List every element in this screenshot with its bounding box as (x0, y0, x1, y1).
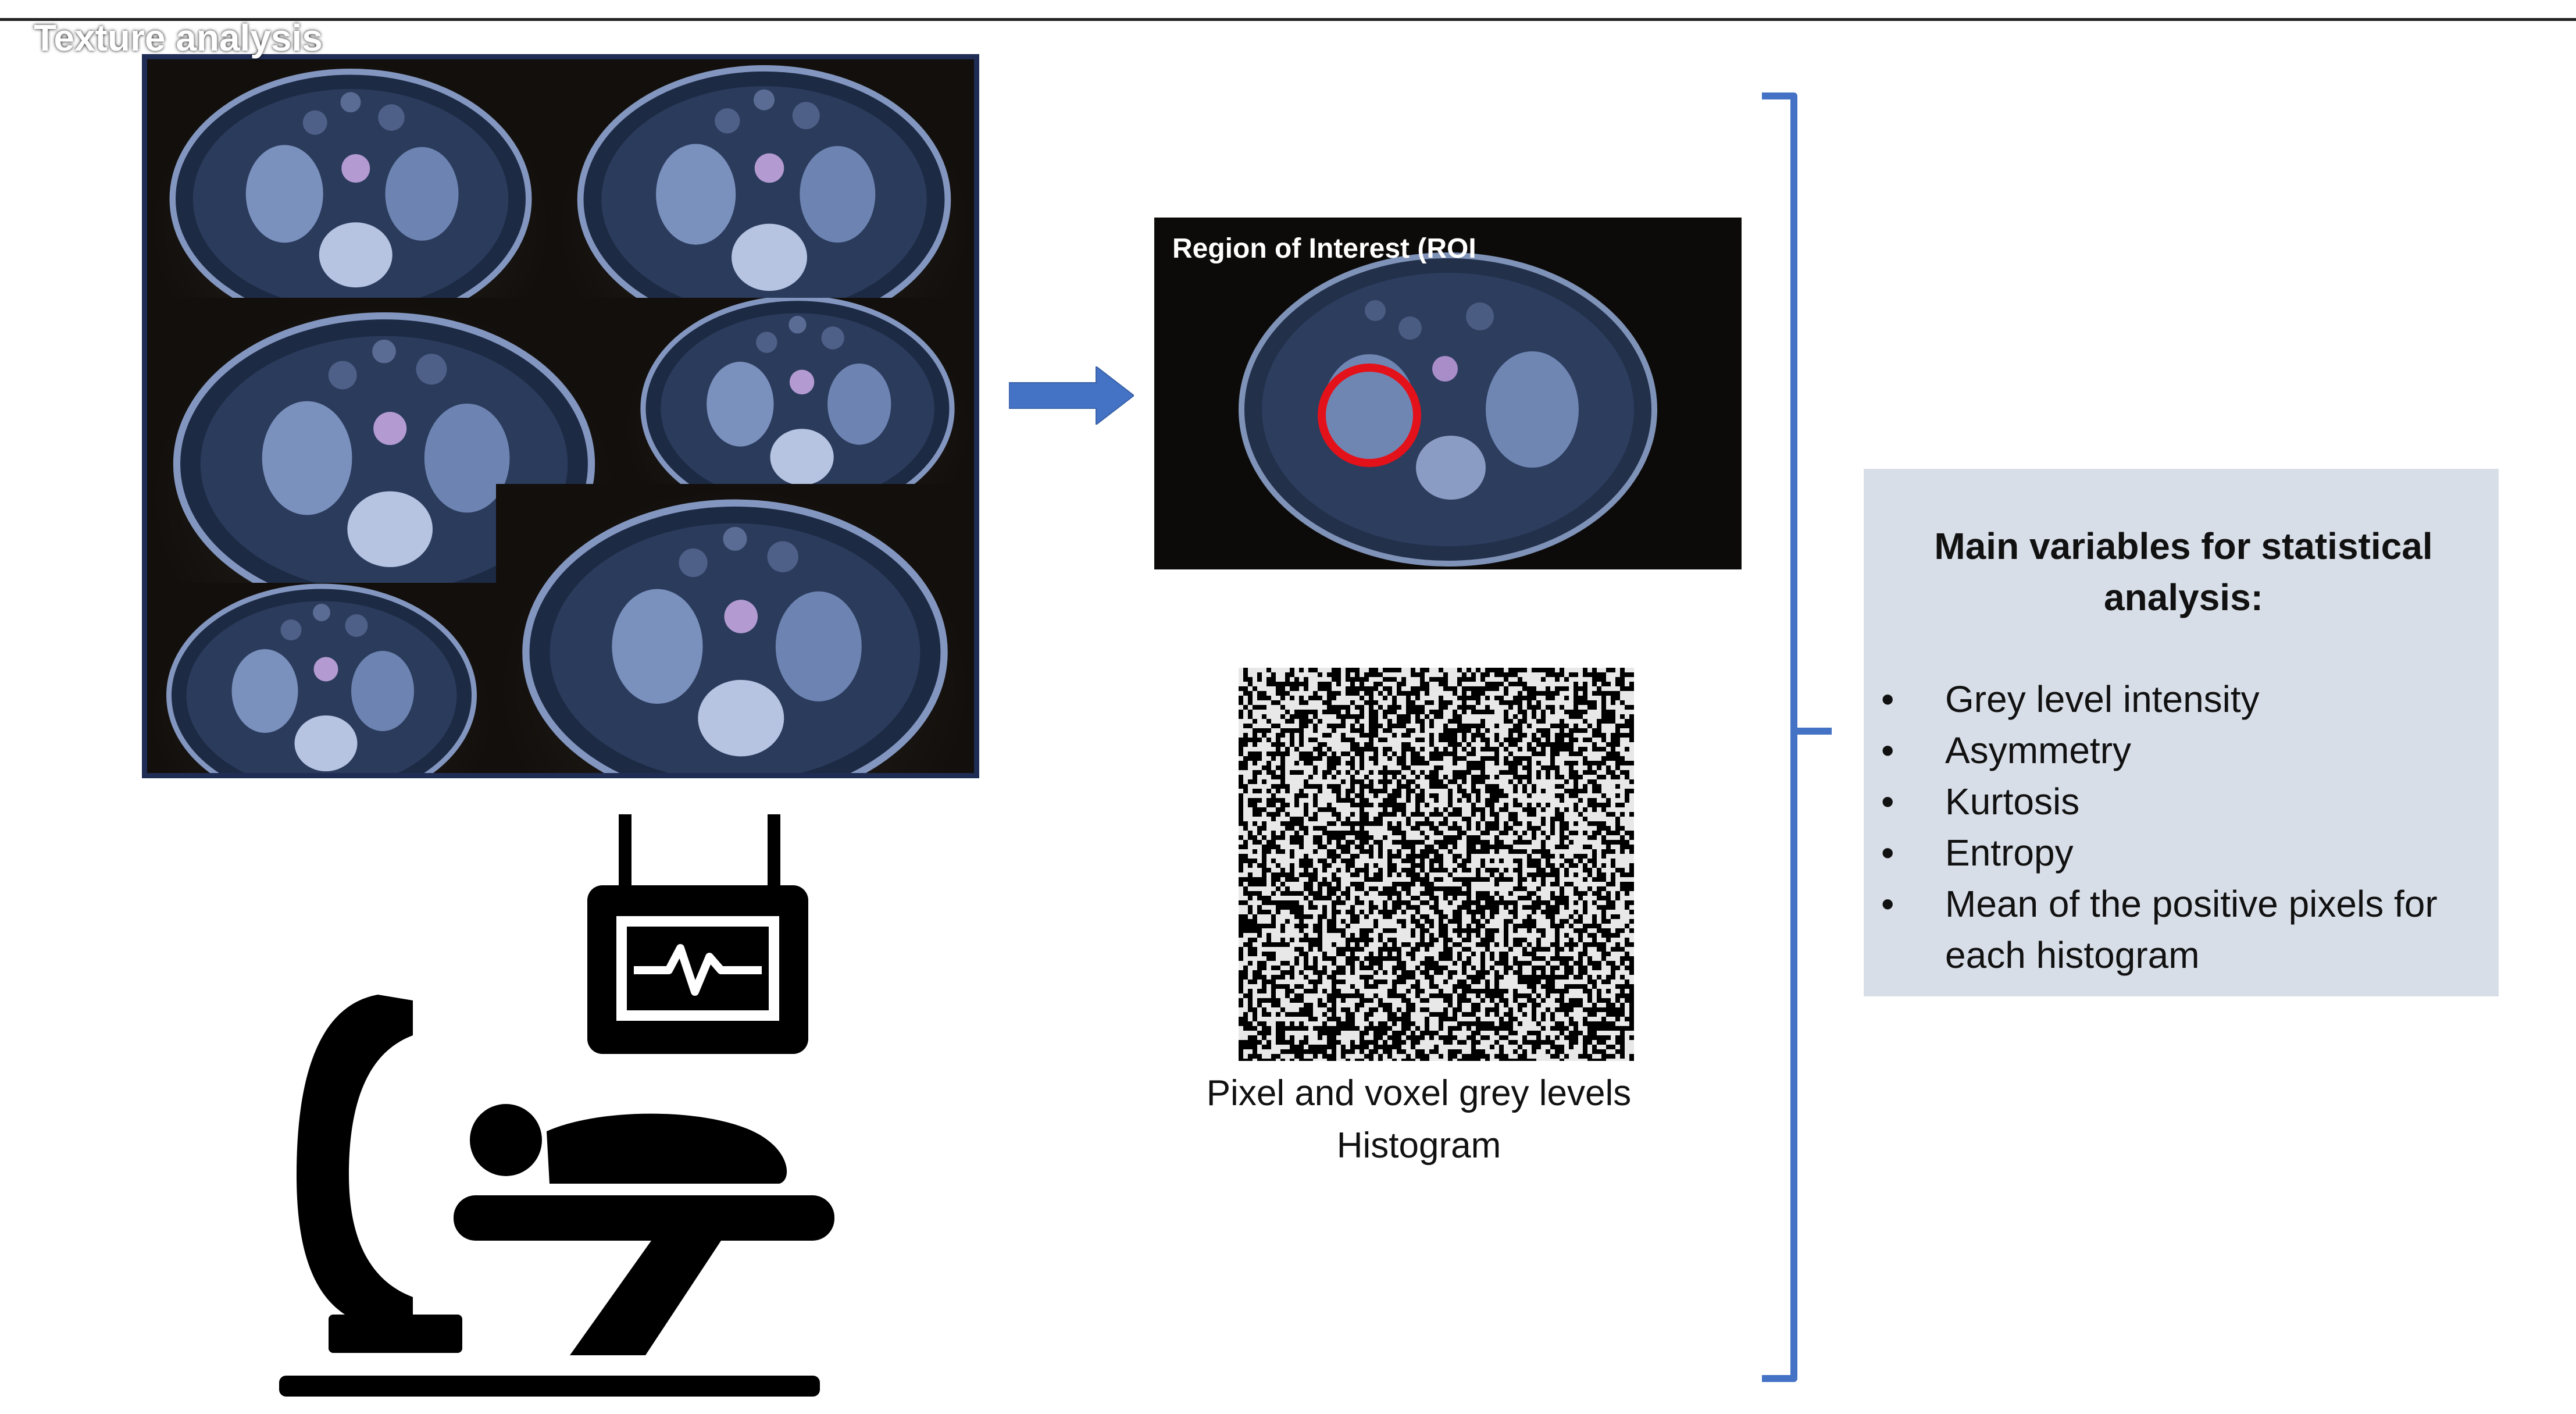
ct-slice-5 (147, 583, 496, 773)
roi-marker-circle (1318, 364, 1421, 467)
ct-slice-drawing (169, 69, 532, 298)
right-arrow-icon (1009, 366, 1134, 425)
collage-title: Texture analysis (34, 17, 323, 59)
variable-item: Mean of the positive pixels for (1881, 878, 2486, 929)
ct-scanner-icon (279, 814, 834, 1397)
variable-item-continuation: each histogram (1945, 934, 2200, 976)
roi-title: Region of Interest (ROI (1172, 233, 1476, 264)
variables-heading-line2: analysis: (2104, 576, 2263, 618)
ct-slice-2 (554, 59, 974, 298)
top-rule (0, 18, 2576, 21)
roi-image (1154, 218, 1742, 569)
variable-item: Grey level intensity (1881, 674, 2486, 725)
ct-slice-drawing (166, 583, 477, 773)
variable-item: Kurtosis (1881, 776, 2486, 827)
texture-analysis-collage (142, 54, 979, 778)
variables-list: Grey level intensity Asymmetry Kurtosis … (1881, 674, 2486, 981)
ct-slice-drawing (173, 312, 595, 583)
ct-slice-1 (147, 59, 554, 298)
noise-pattern (1239, 668, 1634, 1061)
ct-slice-drawing (577, 65, 951, 298)
ct-slice-drawing (522, 499, 948, 773)
roi-ct-slice (1239, 252, 1657, 567)
ct-slice-drawing (640, 298, 955, 484)
right-brace-icon (1762, 92, 1832, 1382)
variables-heading-line1: Main variables for statistical (1934, 525, 2433, 567)
ct-slice-3 (147, 298, 621, 583)
histogram-caption-line1: Pixel and voxel grey levels (1206, 1073, 1632, 1113)
ct-slice-4 (621, 298, 974, 484)
variables-heading: Main variables for statistical analysis: (1893, 521, 2474, 623)
variable-item: Entropy (1881, 827, 2486, 878)
variable-item: Asymmetry (1881, 725, 2486, 776)
histogram-caption-line2: Histogram (1336, 1125, 1501, 1166)
ct-slice-6 (496, 484, 974, 773)
histogram-caption: Pixel and voxel grey levels Histogram (1157, 1067, 1681, 1172)
grey-level-texture-patch (1239, 668, 1634, 1061)
